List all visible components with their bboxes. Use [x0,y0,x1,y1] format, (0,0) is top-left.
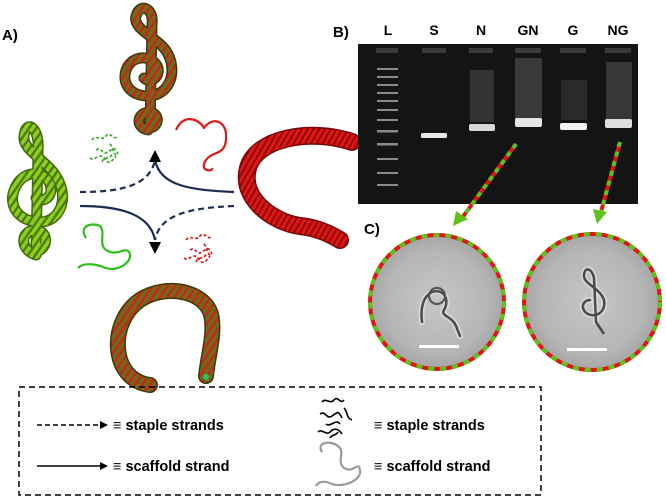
scaffold-loop-red [176,119,226,170]
band-gn [515,118,542,127]
panel-a-label: A) [2,27,18,44]
hairpin-red [247,136,352,240]
band-n [469,124,495,131]
lane-label-g: G [568,22,579,38]
reaction-arrows [80,160,234,240]
tem-image-hairpin [370,235,504,369]
treble-clef-olive [125,8,172,130]
lane-label-n: N [476,22,486,38]
lane-label-ng: NG [608,22,629,38]
legend-scaffold-loop-icon [316,443,360,486]
legend-dashed-label: ≡ staple strands [113,418,224,434]
staple-bundle-green [90,134,118,162]
legend-staple-bundle-icon [318,399,352,438]
lane-label-s: S [429,22,438,38]
legend-solid-label: ≡ scaffold strand [113,459,229,475]
panel-b-label: B) [333,24,349,41]
agarose-gel [358,44,638,204]
staple-bundle-red [184,234,212,262]
band-g [560,123,587,130]
band-ng [605,119,632,128]
hairpin-olive [118,291,213,385]
tem-image-treble-clef [524,234,660,370]
legend-scaffold-loop-label: ≡ scaffold strand [374,459,490,475]
gel-lane-labels: L S N GN G NG [384,22,629,38]
arrow-up-head [149,150,161,162]
treble-clef-green [12,127,62,255]
panel-c-label: C) [364,221,380,238]
arrow-down-head [149,242,161,254]
band-s [421,133,447,138]
lane-label-gn: GN [518,22,539,38]
legend-staple-bundle-label: ≡ staple strands [374,418,485,434]
lane-label-l: L [384,22,393,38]
legend-box: ≡ staple strands ≡ scaffold strand ≡ sta… [19,387,541,495]
scaffold-loop-green [78,225,130,269]
